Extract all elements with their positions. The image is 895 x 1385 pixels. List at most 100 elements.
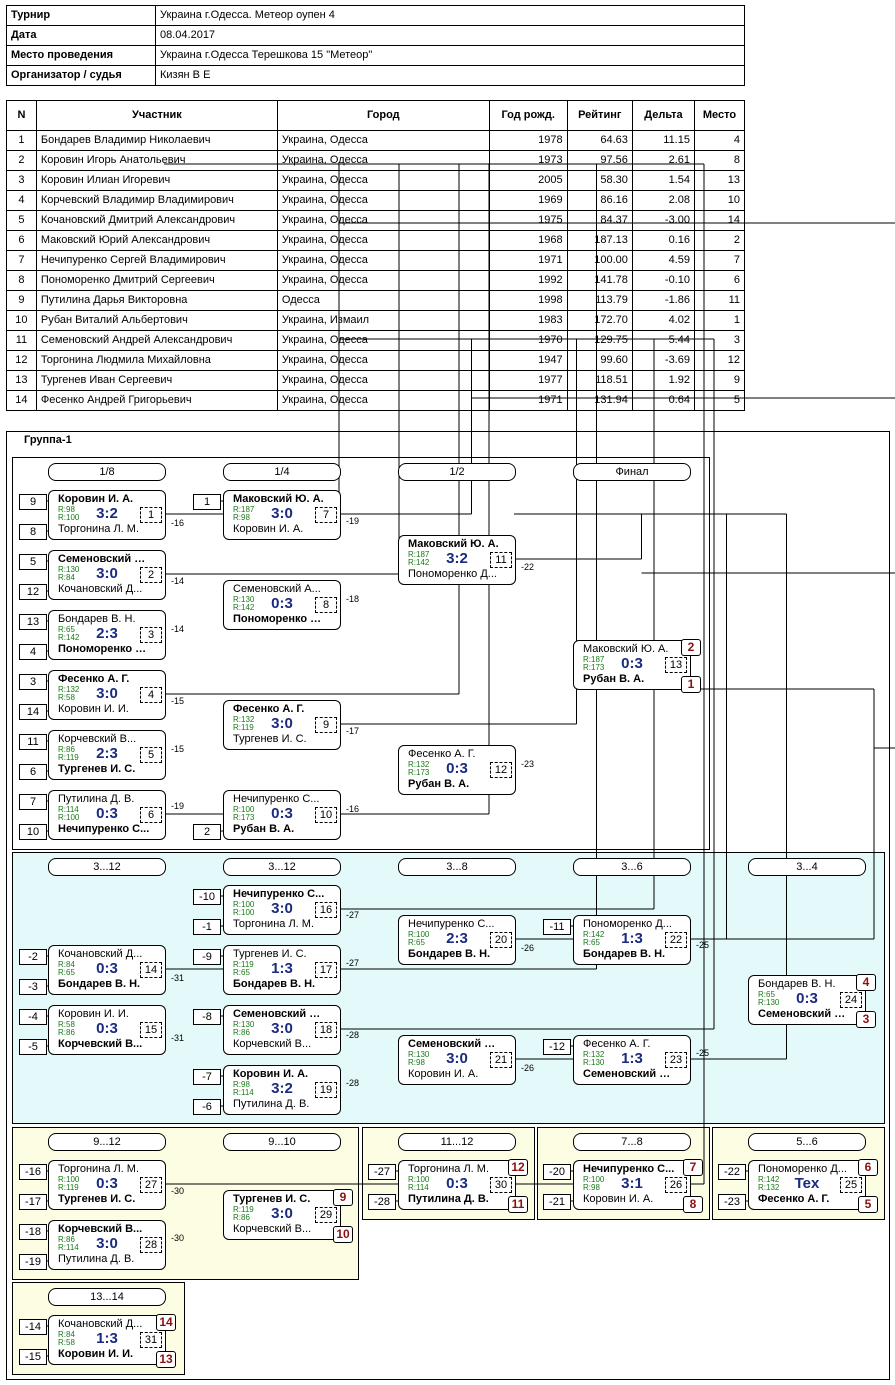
link-label: -23 — [521, 759, 535, 769]
round-label: 3...8 — [398, 858, 516, 876]
player-2-name: Торгонина Л. М. — [233, 918, 315, 930]
table-cell: 187.13 — [566, 230, 633, 251]
seat-box: 3 — [19, 674, 47, 690]
player-2-name: Коровин И. И. — [58, 703, 129, 715]
final-place-badge: 11 — [508, 1196, 528, 1213]
match-number: 10 — [315, 807, 337, 823]
round-label: 11...12 — [398, 1133, 516, 1151]
final-place-badge: 13 — [156, 1351, 176, 1368]
link-label: -19 — [171, 801, 185, 811]
match-score: 0:3 — [446, 760, 468, 777]
seat-box: 7 — [19, 794, 47, 810]
match-number: 19 — [315, 1082, 337, 1098]
final-place-badge: 4 — [856, 974, 876, 991]
seat-box: 11 — [19, 734, 47, 750]
player-2-name: Коровин И. А. — [233, 523, 304, 535]
match-number: 28 — [140, 1237, 162, 1253]
final-place-badge: 8 — [683, 1196, 703, 1213]
player-2-name: Корчевский В... — [233, 1038, 312, 1050]
link-label: -26 — [521, 1063, 535, 1073]
match-score: 0:3 — [96, 1175, 118, 1192]
player-2-name: Путилина Д. В. — [58, 1253, 135, 1265]
column-header: Город — [276, 100, 490, 131]
player-2-name: Корчевский В... — [58, 1038, 143, 1050]
player-1-rating: R:58 — [58, 1020, 75, 1029]
column-header: Место — [693, 100, 746, 131]
seat-box: -3 — [19, 979, 47, 995]
seat-box: -17 — [19, 1194, 47, 1210]
match-number: 16 — [315, 902, 337, 918]
player-2-name: Семеновский А... — [583, 1068, 675, 1080]
player-1-rating: R:187 — [408, 550, 430, 559]
seat-box: -8 — [193, 1009, 221, 1025]
match-score: 3:0 — [96, 1235, 118, 1252]
table-cell: Путилина Дарья Викторовна — [35, 290, 278, 311]
match-number: 29 — [315, 1207, 337, 1223]
match-score: 2:3 — [96, 745, 118, 762]
seat-box: -28 — [368, 1194, 396, 1210]
table-cell: 100.00 — [566, 250, 633, 271]
match-number: 5 — [140, 747, 162, 763]
match-score: 2:3 — [446, 930, 468, 947]
match-score: 3:0 — [96, 565, 118, 582]
seat-box: -20 — [543, 1164, 571, 1180]
column-header: Год рожд. — [488, 100, 568, 131]
player-1-rating: R:100 — [583, 1175, 605, 1184]
player-1-rating: R:86 — [58, 1235, 75, 1244]
player-2-rating: R:86 — [233, 1213, 250, 1222]
table-cell: 5 — [693, 390, 746, 411]
player-2-name: Коровин И. И. — [58, 1348, 134, 1360]
link-label: -14 — [171, 576, 185, 586]
seat-box: -2 — [19, 949, 47, 965]
player-2-rating: R:58 — [58, 693, 75, 702]
seat-box: -1 — [193, 919, 221, 935]
match-number: 17 — [315, 962, 337, 978]
round-label: 1/4 — [223, 463, 341, 481]
player-2-name: Бондарев В. Н. — [408, 948, 491, 960]
match-score: 1:3 — [621, 930, 643, 947]
match-score: 1:3 — [271, 960, 293, 977]
player-1-rating: R:130 — [233, 595, 255, 604]
table-cell: 172.70 — [566, 310, 633, 331]
player-1-rating: R:100 — [408, 1175, 430, 1184]
player-1-rating: R:132 — [233, 715, 255, 724]
table-cell: 1970 — [488, 330, 568, 351]
match-number: 6 — [140, 807, 162, 823]
column-header: Участник — [35, 100, 278, 131]
player-2-rating: R:130 — [583, 1058, 605, 1067]
table-cell: 1.92 — [631, 370, 695, 391]
seat-box: -23 — [718, 1194, 746, 1210]
match-score: 3:0 — [271, 1020, 293, 1037]
table-cell: Нечипуренко Сергей Владимирович — [35, 250, 278, 271]
link-label: -14 — [171, 624, 185, 634]
player-1-rating: R:65 — [758, 990, 775, 999]
match-score: 3:0 — [96, 685, 118, 702]
match-score: 3:2 — [446, 550, 468, 567]
player-1-rating: R:130 — [408, 1050, 430, 1059]
player-2-name: Бондарев В. Н. — [233, 978, 316, 990]
round-label: 13...14 — [48, 1288, 166, 1306]
seat-box: 14 — [19, 704, 47, 720]
match-number: 8 — [315, 597, 337, 613]
match-number: 18 — [315, 1022, 337, 1038]
table-cell: Торгонина Людмила Михайловна — [35, 350, 278, 371]
table-cell: -0.10 — [631, 270, 695, 291]
table-cell: Маковский Юрий Александрович — [35, 230, 278, 251]
match-score: 3:0 — [271, 505, 293, 522]
table-cell: 5.44 — [631, 330, 695, 351]
match-score: 1:3 — [96, 1330, 118, 1347]
link-label: -16 — [171, 518, 185, 528]
match-number: 23 — [665, 1052, 687, 1068]
match-score: 3:0 — [271, 715, 293, 732]
